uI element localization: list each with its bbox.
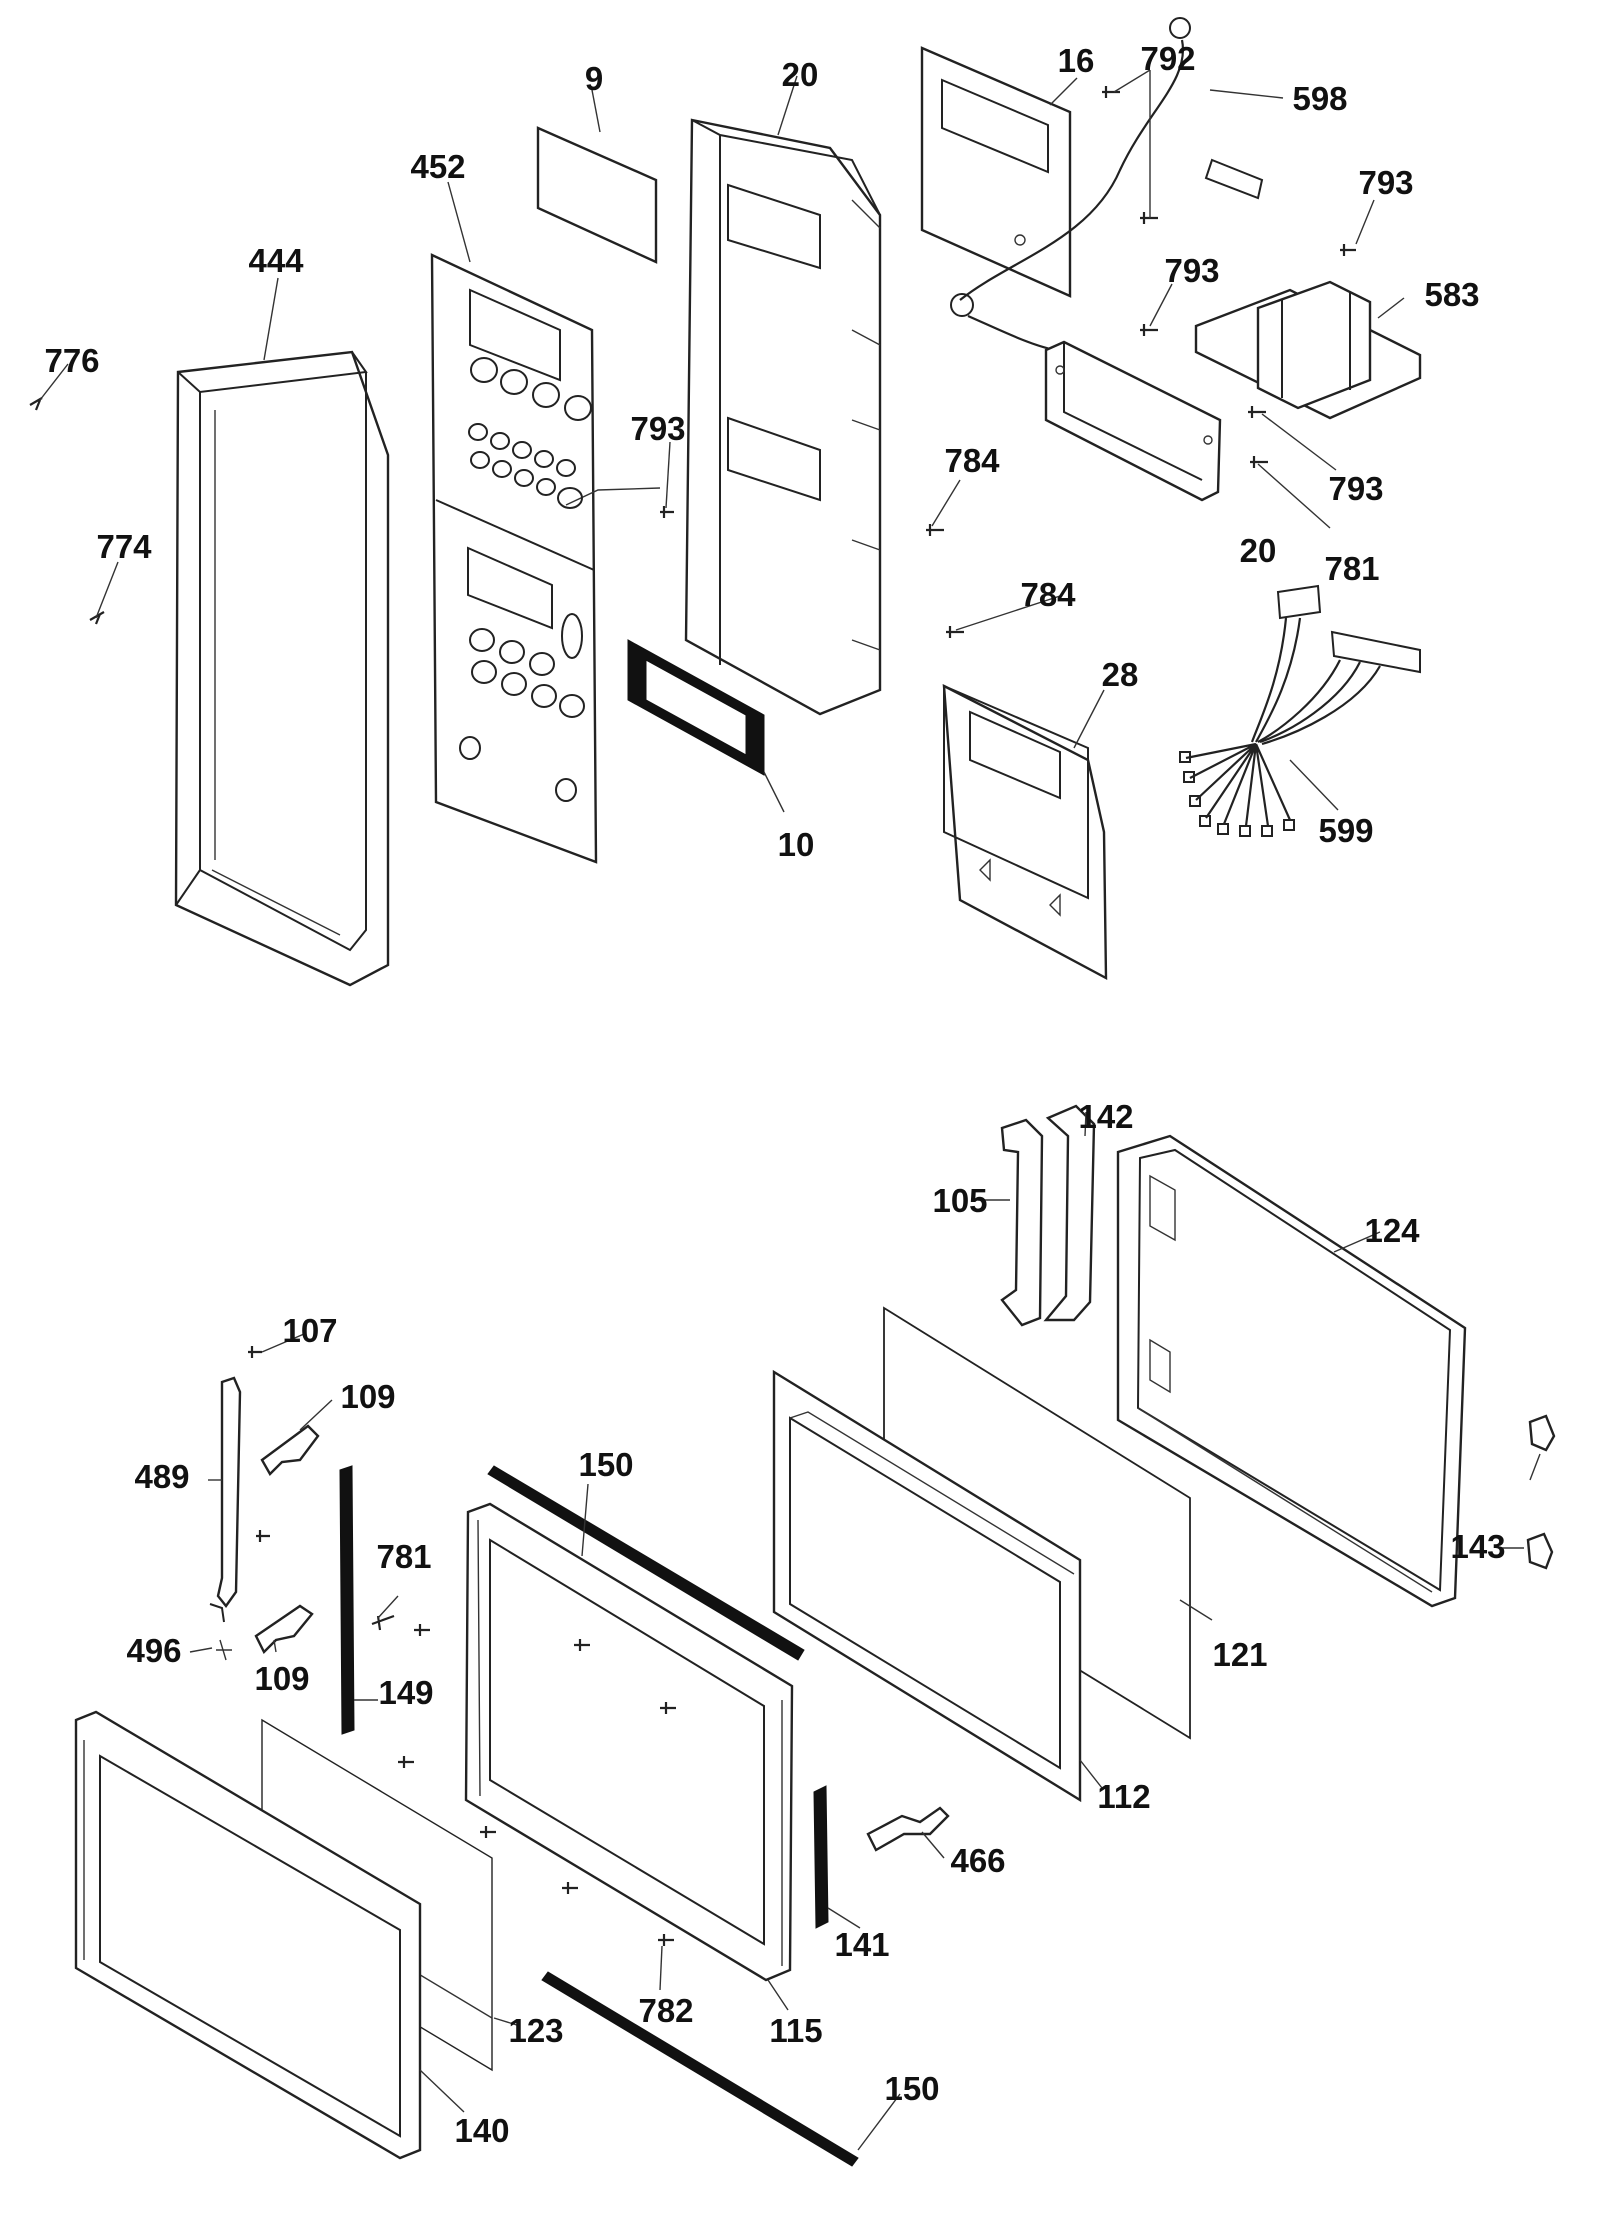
- callout-792: 792: [1140, 40, 1195, 77]
- callout-labels: 9 20 16 792 598 452 793 444 793 583 776 …: [44, 40, 1505, 2149]
- callout-143: 143: [1450, 1528, 1505, 1565]
- callout-20: 20: [782, 56, 819, 93]
- part-150-top-seal: [487, 1465, 805, 1661]
- part-124-door-frame: [1116, 1134, 1467, 1608]
- part-599-harness: [1179, 584, 1421, 837]
- callout-452: 452: [410, 148, 465, 185]
- callout-109-upper: 109: [340, 1378, 395, 1415]
- part-452-control-panel: [430, 253, 661, 864]
- callout-774: 774: [96, 528, 152, 565]
- callout-141: 141: [834, 1926, 889, 1963]
- callout-583: 583: [1424, 276, 1479, 313]
- part-20-bracket: [1044, 340, 1222, 502]
- part-143-clips: [1526, 1414, 1556, 1570]
- callout-142: 142: [1078, 1098, 1133, 1135]
- callout-16: 16: [1058, 42, 1095, 79]
- part-20-housing: [684, 118, 882, 716]
- callout-28: 28: [1102, 656, 1139, 693]
- callout-9: 9: [585, 60, 603, 97]
- callout-124: 124: [1364, 1212, 1420, 1249]
- callout-444: 444: [248, 242, 304, 279]
- part-142-handle-cover: [1043, 1104, 1096, 1322]
- part-444-frame: [174, 350, 390, 987]
- callout-105: 105: [932, 1182, 987, 1219]
- part-10-gasket: [627, 639, 765, 776]
- callout-20-bracket: 20: [1240, 532, 1277, 569]
- callout-149: 149: [378, 1674, 433, 1711]
- part-9-window: [536, 126, 658, 264]
- part-16-board: [920, 46, 1072, 298]
- part-112-door-liner: [772, 1369, 1082, 1803]
- callout-107: 107: [282, 1312, 337, 1349]
- part-28-board: [942, 683, 1108, 981]
- part-140-outer-door: [74, 1710, 422, 2160]
- callout-112: 112: [1097, 1778, 1150, 1815]
- callout-599: 599: [1318, 812, 1373, 849]
- part-150-bottom-seal: [541, 1971, 859, 2167]
- callout-781: 781: [1324, 550, 1379, 587]
- screws-bottom: [216, 1346, 676, 1946]
- part-141-seal: [813, 1785, 829, 1929]
- callout-466: 466: [950, 1842, 1005, 1879]
- callout-115: 115: [769, 2012, 822, 2049]
- part-583-transformer: [1194, 280, 1422, 420]
- part-149-seal: [339, 1465, 355, 1735]
- callout-121: 121: [1212, 1636, 1267, 1673]
- callout-782: 782: [638, 1992, 693, 2029]
- callout-793-mid: 793: [1164, 252, 1219, 289]
- callout-140: 140: [454, 2112, 509, 2149]
- callout-784-lower: 784: [1020, 576, 1076, 613]
- callout-10: 10: [778, 826, 815, 863]
- leader-lines: [39, 69, 1541, 2151]
- part-109-latches: [254, 1424, 320, 1655]
- callout-776: 776: [44, 342, 99, 379]
- callout-496: 496: [126, 1632, 181, 1669]
- callout-489: 489: [134, 1458, 189, 1495]
- callout-109-lower: 109: [254, 1660, 309, 1697]
- screws-top: [29, 86, 1356, 638]
- callout-793-right: 793: [1328, 470, 1383, 507]
- callout-793: 793: [630, 410, 685, 447]
- part-489-lever: [209, 1376, 242, 1623]
- callout-784: 784: [944, 442, 1000, 479]
- callout-781-door: 781: [376, 1538, 431, 1575]
- part-115-choke-frame: [464, 1502, 794, 1982]
- callout-150-top: 150: [578, 1446, 633, 1483]
- part-466-bracket: [866, 1806, 950, 1852]
- callout-123: 123: [508, 2012, 563, 2049]
- callout-150-bottom: 150: [884, 2070, 939, 2107]
- callout-793-upper-right: 793: [1358, 164, 1413, 201]
- part-105-handle: [1000, 1118, 1044, 1327]
- callout-598: 598: [1292, 80, 1347, 117]
